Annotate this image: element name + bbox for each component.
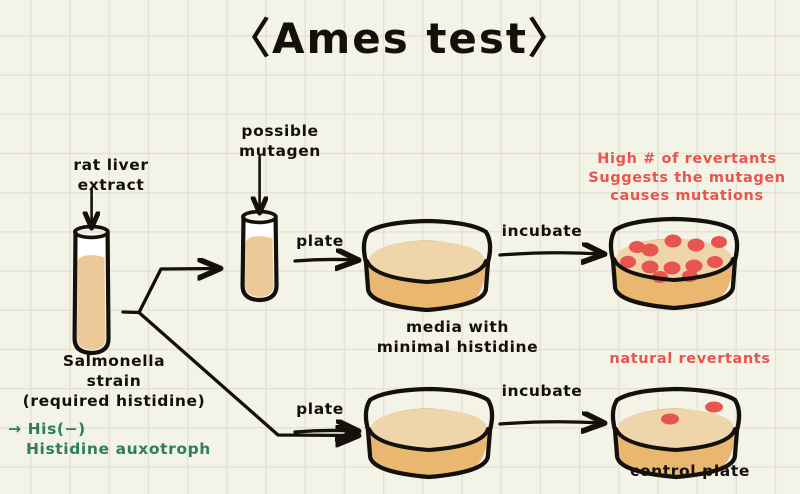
- annotation-natural-revertants: natural revertants: [609, 351, 771, 367]
- label-media-minimal-histidine: media with minimal histidine: [376, 318, 539, 356]
- label-possible-mutagen: possible mutagen: [239, 122, 321, 160]
- salmonella-test-tube: [72, 187, 111, 356]
- incubate-arrow-bottom: [498, 422, 602, 424]
- colony-group-test: [620, 234, 727, 283]
- colony-group-control: [661, 401, 723, 425]
- plate-arrow-top: [293, 259, 356, 261]
- label-plate-bottom: plate: [296, 400, 344, 418]
- control-plate-before-incubation: [363, 386, 495, 480]
- label-rat-liver-extract: rat liver extract: [73, 156, 149, 194]
- page-title: 〈Ames test〉: [227, 14, 572, 63]
- incubate-arrow-top: [498, 253, 602, 255]
- label-incubate-top: incubate: [501, 222, 583, 240]
- plate-arrow-bottom: [293, 430, 356, 432]
- test-plate-after-incubation: [608, 216, 740, 311]
- test-plate-before-incubation: [361, 218, 493, 313]
- label-salmonella-strain: Salmonella strain (required histidine): [22, 352, 206, 410]
- label-plate-top: plate: [296, 232, 344, 250]
- annotation-high-revertants: High # of revertants Suggests the mutage…: [588, 151, 786, 205]
- label-control-plate: control plate: [630, 462, 750, 480]
- label-incubate-bottom: incubate: [501, 382, 583, 400]
- mutagen-test-tube: [240, 155, 279, 303]
- annotation-his-auxotroph: → His(−) Histidine auxotroph: [8, 420, 211, 458]
